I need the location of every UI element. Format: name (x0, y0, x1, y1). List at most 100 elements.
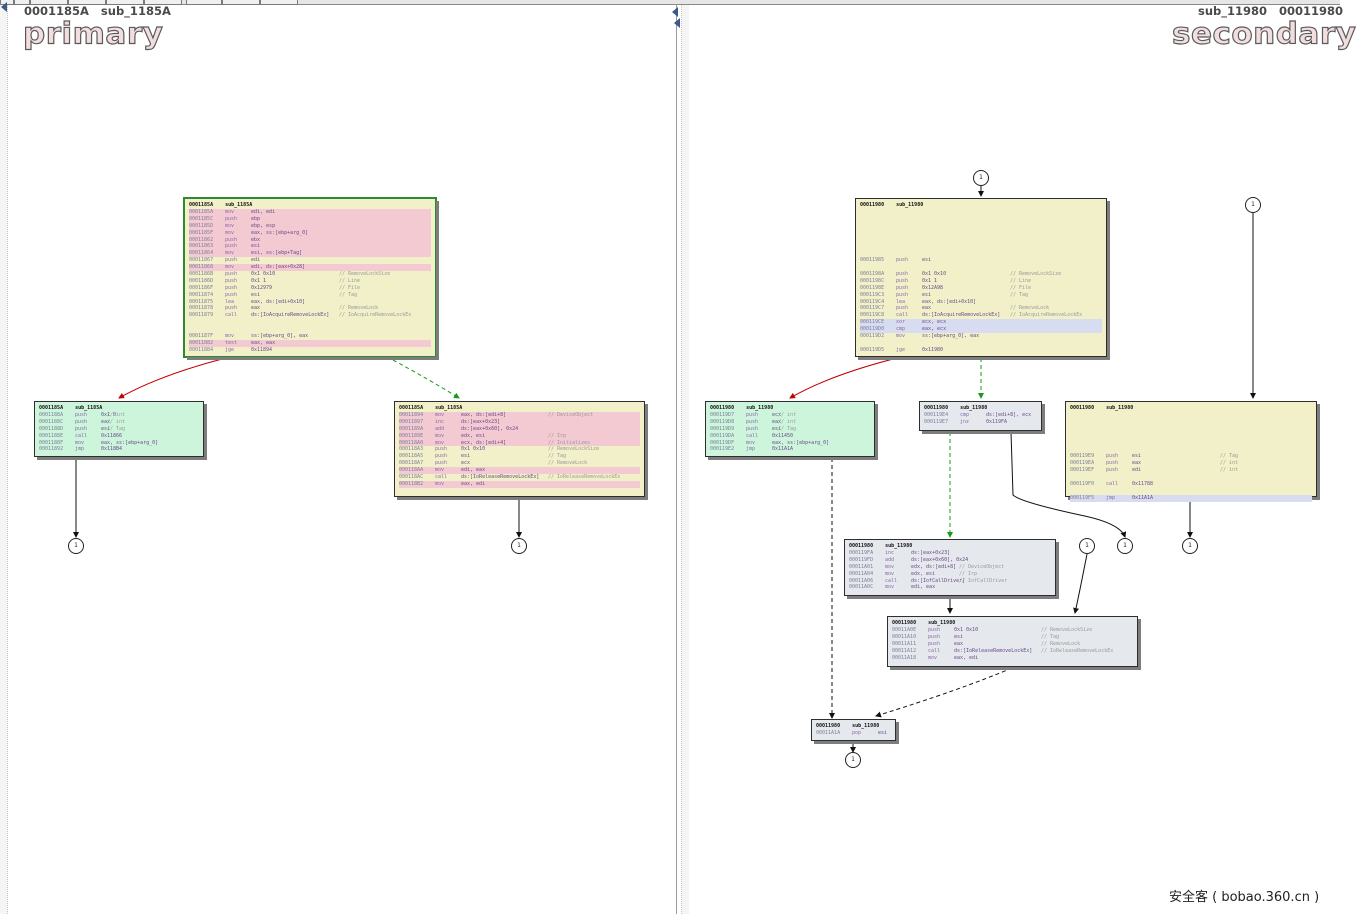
tab-button-2[interactable] (14, 0, 30, 5)
instruction-line[interactable] (860, 223, 1102, 230)
instruction-line[interactable] (1070, 412, 1312, 419)
instruction-line[interactable] (1070, 446, 1312, 453)
tab-button-6[interactable] (144, 0, 182, 5)
instruction-line[interactable] (189, 326, 431, 333)
instruction-line[interactable] (1070, 426, 1312, 433)
tab-button-9[interactable] (260, 0, 298, 5)
entry-badge[interactable]: 1 (973, 170, 989, 186)
entry-badge[interactable]: 1 (1079, 538, 1095, 554)
instruction-line[interactable] (1070, 440, 1312, 447)
instruction-line[interactable] (860, 230, 1102, 237)
tab-button-4[interactable] (68, 0, 106, 5)
expand-divider-icon[interactable] (674, 18, 680, 28)
entry-badge[interactable]: 1 (1245, 197, 1261, 213)
instruction-line[interactable] (1070, 419, 1312, 426)
instruction-line[interactable] (860, 250, 1102, 257)
tab-button-5[interactable] (106, 0, 144, 5)
instruction-line[interactable] (1070, 474, 1312, 481)
tab-button-7[interactable] (186, 0, 222, 5)
exit-badge[interactable]: 1 (1182, 538, 1198, 554)
exit-badge[interactable]: 1 (68, 538, 84, 554)
exit-badge[interactable]: 1 (511, 538, 527, 554)
instruction-line[interactable] (1070, 433, 1312, 440)
collapse-left-icon[interactable] (1, 2, 7, 12)
instruction-line[interactable] (860, 216, 1102, 223)
exit-badge[interactable]: 1 (845, 752, 861, 768)
exit-badge[interactable]: 1 (1117, 538, 1133, 554)
instruction-line[interactable] (860, 264, 1102, 271)
tab-button-3[interactable] (30, 0, 68, 5)
instruction-line[interactable] (860, 209, 1102, 216)
instruction-line[interactable] (1070, 488, 1312, 495)
tab-button-8[interactable] (222, 0, 260, 5)
